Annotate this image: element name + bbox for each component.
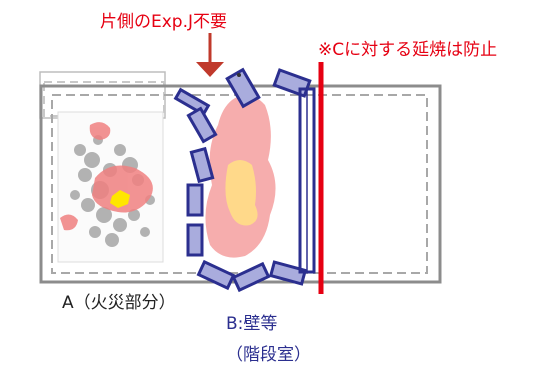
wall-b-label: B:壁等 [226,314,277,334]
fire-spread-note-text: ※Cに対する延焼は防止 [318,40,497,60]
exp-j-callout-text: 片側のExp.J不要 [100,12,227,32]
dot-mark [237,73,241,77]
wall-block [196,259,236,291]
fire-origin-marker [110,190,130,208]
wall-block [231,261,271,293]
wall-b-blocks [173,67,312,293]
wall-block [272,68,312,98]
area-a-map [57,111,164,263]
wall-block [186,106,218,144]
wall-block [189,146,215,184]
wall-block [225,67,261,109]
area-a-label: A（火災部分） [62,293,176,313]
fire-core-area [225,160,258,226]
wall-block [186,183,204,217]
wall-block [268,260,308,286]
wall-b-sublabel: （階段室） [226,345,311,365]
callout-arrow-head [196,62,224,77]
wall-block [186,223,204,257]
